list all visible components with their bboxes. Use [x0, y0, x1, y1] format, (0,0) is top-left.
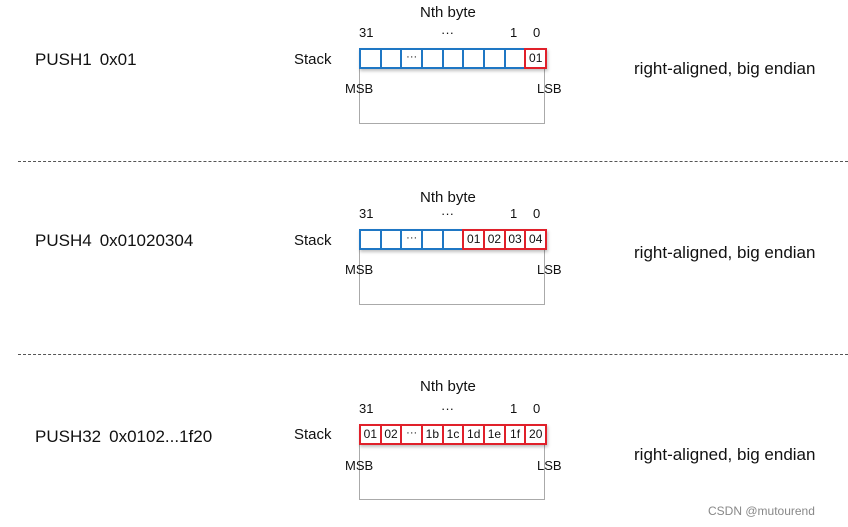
stack-label: Stack	[294, 232, 332, 249]
byte-cell: ···	[400, 229, 424, 250]
empty-byte-cell	[441, 48, 465, 69]
operand: 0x01020304	[99, 231, 194, 250]
byte-cell: 20	[524, 424, 548, 445]
watermark-text: CSDN @mutourend	[708, 504, 815, 518]
empty-byte-cell	[503, 48, 527, 69]
nth-byte-label: Nth byte	[420, 4, 476, 21]
operand: 0x0102...1f20	[109, 427, 213, 446]
byte-cell: 02	[483, 229, 506, 250]
byte-cell: 1e	[483, 424, 506, 445]
byte-cell: 02	[379, 424, 403, 445]
index-31-label: 31	[359, 401, 374, 416]
index-31-label: 31	[359, 25, 374, 40]
lsb-label: LSB	[537, 81, 562, 96]
opcode: PUSH1	[35, 50, 92, 69]
instruction-label: PUSH4 0x01020304	[35, 231, 193, 251]
endian-note: right-aligned, big endian	[634, 59, 816, 78]
empty-byte-cell	[379, 229, 403, 250]
msb-label: MSB	[345, 458, 374, 473]
byte-cell: ···	[400, 48, 424, 69]
index-1-label: 1	[510, 206, 518, 221]
opcode: PUSH32	[35, 427, 102, 446]
separator-line	[18, 354, 848, 355]
endian-note: right-aligned, big endian	[634, 445, 816, 464]
index-ellipsis-label: ···	[441, 206, 454, 221]
byte-cell: 01	[462, 229, 486, 250]
instruction-label: PUSH32 0x0102...1f20	[35, 427, 212, 447]
byte-cell: 1f	[503, 424, 527, 445]
empty-byte-cell	[379, 48, 403, 69]
byte-cell: 01	[524, 48, 548, 69]
empty-byte-cell	[441, 229, 465, 250]
instruction-label: PUSH1 0x01	[35, 50, 137, 70]
index-ellipsis-label: ···	[441, 25, 454, 40]
empty-byte-cell	[483, 48, 506, 69]
operand: 0x01	[99, 50, 137, 69]
byte-cell: 04	[524, 229, 548, 250]
msb-label: MSB	[345, 262, 374, 277]
separator-line	[18, 161, 848, 162]
stack-label: Stack	[294, 426, 332, 443]
index-31-label: 31	[359, 206, 374, 221]
byte-cell: 03	[503, 229, 527, 250]
byte-row: ··· 01	[359, 48, 548, 69]
lsb-label: LSB	[537, 458, 562, 473]
index-0-label: 0	[533, 206, 541, 221]
byte-cell: 1c	[441, 424, 465, 445]
index-0-label: 0	[533, 25, 541, 40]
lsb-label: LSB	[537, 262, 562, 277]
stack-box	[359, 445, 545, 500]
nth-byte-label: Nth byte	[420, 189, 476, 206]
index-0-label: 0	[533, 401, 541, 416]
index-ellipsis-label: ···	[441, 401, 454, 416]
stack-label: Stack	[294, 51, 332, 68]
nth-byte-label: Nth byte	[420, 378, 476, 395]
index-1-label: 1	[510, 401, 518, 416]
byte-cell: 01	[359, 424, 382, 445]
empty-byte-cell	[359, 48, 382, 69]
empty-byte-cell	[421, 48, 444, 69]
opcode: PUSH4	[35, 231, 92, 250]
empty-byte-cell	[421, 229, 444, 250]
empty-byte-cell	[359, 229, 382, 250]
empty-byte-cell	[462, 48, 486, 69]
endian-note: right-aligned, big endian	[634, 243, 816, 262]
byte-cell: 1d	[462, 424, 486, 445]
byte-cell: 1b	[421, 424, 444, 445]
stack-box	[359, 250, 545, 305]
stack-box	[359, 69, 545, 124]
index-1-label: 1	[510, 25, 518, 40]
msb-label: MSB	[345, 81, 374, 96]
byte-cell: ···	[400, 424, 424, 445]
